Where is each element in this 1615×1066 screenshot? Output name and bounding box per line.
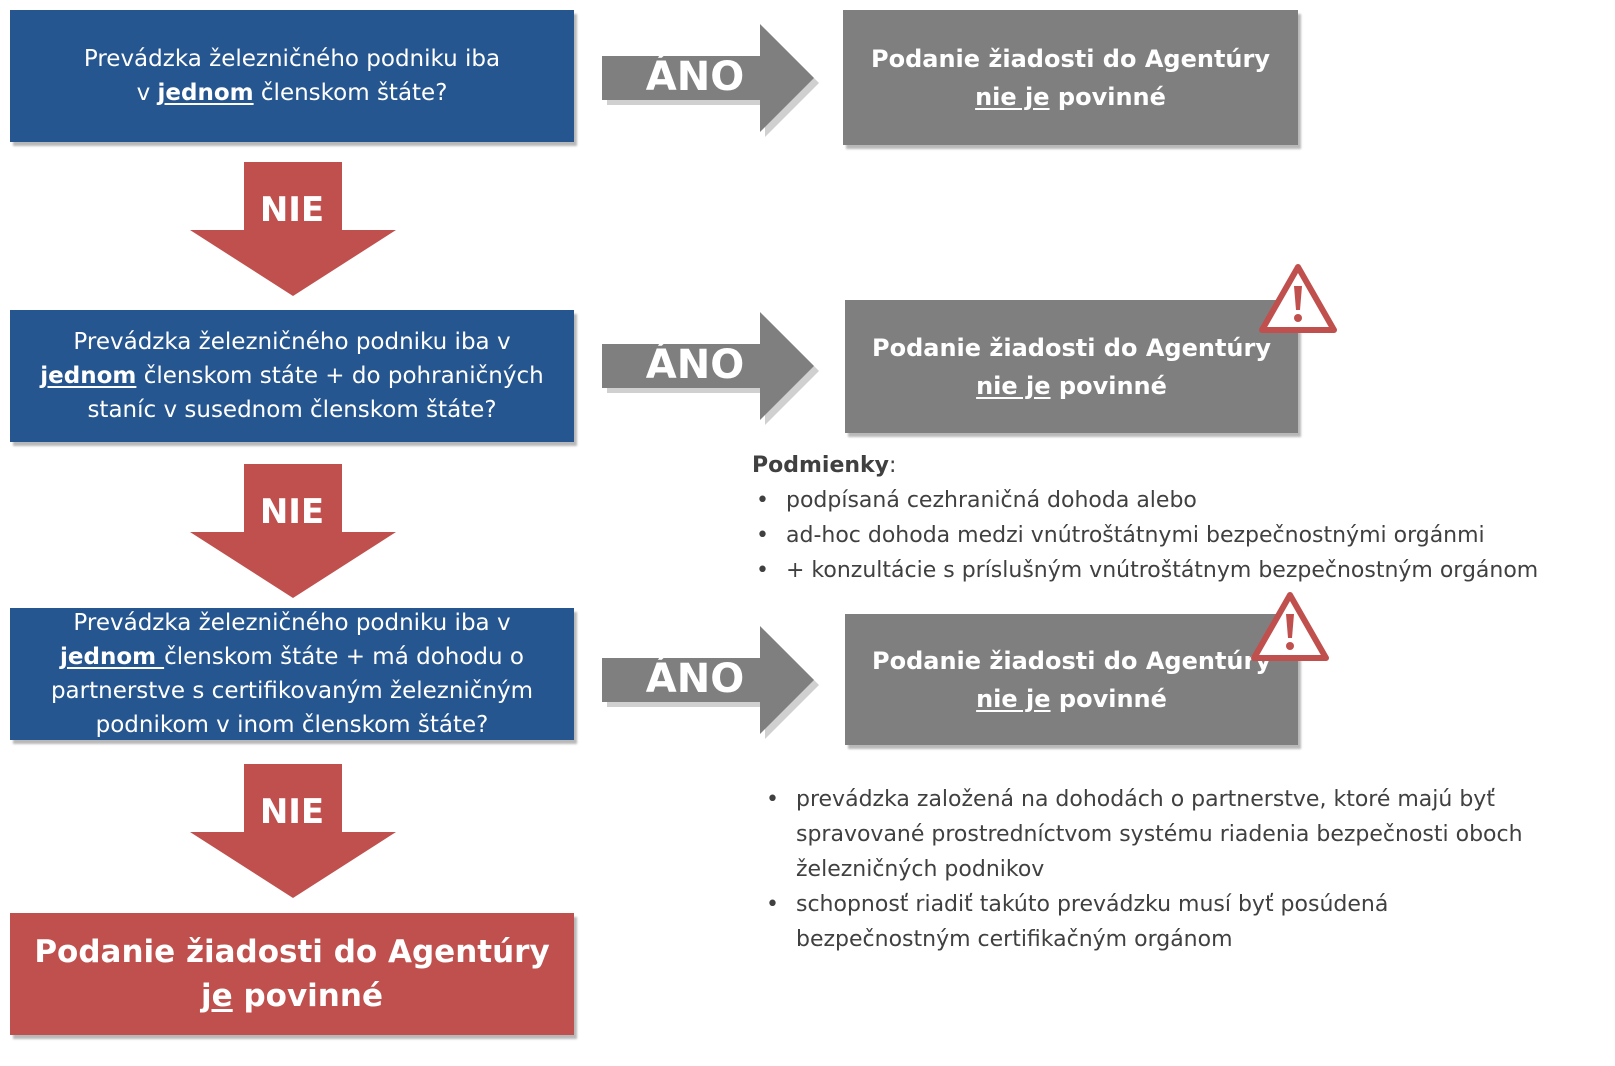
conditions-2-item: schopnosť riadiť takúto prevádzku musí b… (762, 887, 1552, 957)
no-arrow-1 (190, 162, 396, 296)
question-3-line-4: podnikom v inom členskom štáte? (95, 712, 489, 738)
result-1-status: nie je povinné (975, 82, 1166, 111)
question-box-3: Prevádzka železničného podniku iba v jed… (10, 608, 574, 740)
conditions-1-item: ad-hoc dohoda medzi vnútroštátnymi bezpe… (752, 518, 1612, 553)
result-box-2: Podanie žiadosti do Agentúry nie je povi… (845, 300, 1298, 433)
yes-arrow-2 (602, 312, 819, 425)
question-3-line-1: Prevádzka železničného podniku iba v (73, 610, 511, 636)
no-arrow-2 (190, 464, 396, 598)
result-3-title: Podanie žiadosti do Agentúry (872, 646, 1271, 675)
conditions-2-item: prevádzka založená na dohodách o partner… (762, 782, 1552, 887)
result-box-1: Podanie žiadosti do Agentúry nie je povi… (843, 10, 1298, 145)
result-3-status: nie je povinné (976, 684, 1167, 713)
question-1-line-1: Prevádzka železničného podniku iba (83, 46, 501, 72)
question-2-line-3: staníc v susednom členskom štáte? (87, 397, 497, 423)
warning-triangle-icon (1251, 592, 1329, 661)
no-arrow-2-label: NIE (259, 492, 325, 532)
final-status: je povinné (201, 978, 383, 1014)
result-2-status: nie je povinné (976, 371, 1167, 400)
question-3-line-3: partnerstve s certifikovaným železničným (50, 678, 534, 704)
no-arrow-1-label: NIE (259, 190, 325, 230)
yes-arrow-3-label: ÁNO (645, 656, 745, 702)
no-arrow-3 (190, 764, 396, 898)
question-1-line-2: v jednom členskom štáte? (136, 80, 448, 106)
yes-arrow-1 (602, 24, 819, 137)
conditions-1-heading: Podmienky: (752, 453, 897, 478)
yes-arrow-1-label: ÁNO (645, 54, 745, 100)
emphasis-jednom: jednom (157, 80, 254, 106)
emphasis-jednom: jednom (60, 644, 165, 670)
question-2-line-1: Prevádzka železničného podniku iba v (73, 329, 511, 355)
conditions-1-item: podpísaná cezhraničná dohoda alebo (752, 483, 1612, 518)
conditions-1: Podmienky: podpísaná cezhraničná dohoda … (752, 448, 1612, 588)
yes-arrow-3 (602, 626, 819, 739)
warning-triangle-icon (1259, 264, 1337, 333)
question-box-1: Prevádzka železničného podniku iba v jed… (10, 10, 574, 142)
result-box-3: Podanie žiadosti do Agentúry nie je povi… (845, 614, 1298, 745)
result-2-title: Podanie žiadosti do Agentúry (872, 333, 1271, 362)
emphasis-jednom: jednom (40, 363, 137, 389)
conditions-2: prevádzka založená na dohodách o partner… (762, 782, 1552, 957)
yes-arrow-2-label: ÁNO (645, 342, 745, 388)
question-box-2: Prevádzka železničného podniku iba v jed… (10, 310, 574, 442)
result-1-title: Podanie žiadosti do Agentúry (871, 44, 1270, 73)
question-2-line-2: jednom členskom státe + do pohraničných (40, 363, 544, 389)
final-result-box: Podanie žiadosti do Agentúry je povinné (10, 913, 574, 1035)
question-3-line-2: jednom členskom štáte + má dohodu o (60, 644, 524, 670)
no-arrow-3-label: NIE (259, 792, 325, 832)
final-title: Podanie žiadosti do Agentúry (34, 934, 550, 970)
conditions-1-item: + konzultácie s príslušným vnútroštátnym… (752, 553, 1612, 588)
